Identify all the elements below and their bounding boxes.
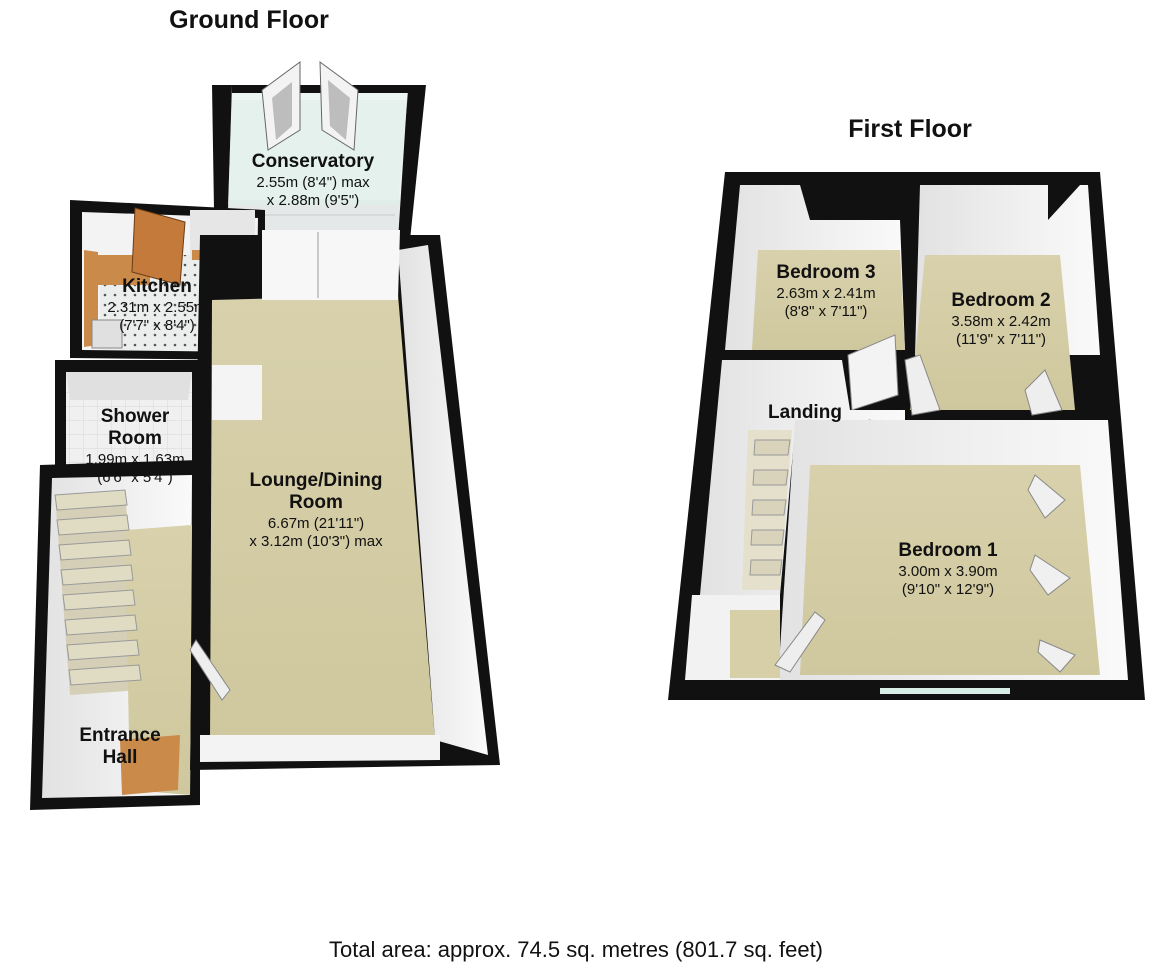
kitchen-name: Kitchen [122, 276, 192, 297]
landing-label: Landing [768, 402, 842, 423]
kitchen-dimensions: (7'7" x 8'4") [119, 317, 195, 334]
bedroom-1-name: Bedroom 1 [898, 540, 998, 561]
bedroom-2-name: Bedroom 2 [951, 290, 1050, 311]
ground-floor-staircase [54, 489, 142, 686]
bedroom-3-dimensions: (8'8" x 7'11") [785, 303, 868, 320]
shower-room-dimensions: 1.99m x 1.63m [85, 451, 184, 468]
bedroom-3-dimensions: 2.63m x 2.41m [776, 285, 875, 302]
conservatory-french-doors [261, 60, 359, 151]
lounge-dining-room [189, 230, 500, 770]
bedroom-1-dimensions: 3.00m x 3.90m [898, 563, 997, 580]
lounge-dining-room-dimensions: x 3.12m (10'3") max [249, 533, 383, 550]
bedroom-1-room [685, 420, 1128, 694]
bedroom-2-room [904, 185, 1100, 416]
kitchen-dimensions: 2.31m x 2.55m [107, 299, 206, 316]
shower-room-name: Shower [101, 406, 170, 427]
ground-floor-title: Ground Floor [169, 6, 329, 34]
bedroom-3-room [725, 185, 905, 411]
conservatory-dimensions: 2.55m (8'4") max [256, 174, 370, 191]
bedroom-2-label: Bedroom 2 3.58m x 2.42m(11'9" x 7'11") [951, 290, 1050, 348]
bedroom-1-label: Bedroom 1 3.00m x 3.90m(9'10" x 12'9") [898, 540, 998, 598]
bedroom-3-label: Bedroom 3 2.63m x 2.41m(8'8" x 7'11") [776, 262, 875, 320]
shower-room-dimensions: (6'6" x 5'4") [97, 469, 173, 486]
bedroom-3-name: Bedroom 3 [776, 262, 875, 283]
lounge-dining-room-name: Lounge/Dining [250, 470, 383, 491]
entrance-hall-name: Hall [103, 747, 138, 768]
conservatory-name: Conservatory [252, 151, 375, 172]
bedroom-2-dimensions: (11'9" x 7'11") [956, 331, 1046, 348]
first-floor-plan [668, 172, 1145, 700]
conservatory-dimensions: x 2.88m (9'5") [267, 192, 359, 209]
entrance-hall-name: Entrance [79, 725, 160, 746]
first-floor-title: First Floor [848, 115, 972, 143]
kitchen-label: Kitchen 2.31m x 2.55m(7'7" x 8'4") [107, 276, 206, 334]
shower-room-name: Room [108, 428, 162, 449]
lounge-dining-room-dimensions: 6.67m (21'11") [268, 515, 364, 532]
lounge-dining-room-name: Room [289, 492, 343, 513]
landing-name: Landing [768, 402, 842, 423]
total-area-text: Total area: approx. 74.5 sq. metres (801… [329, 937, 823, 962]
ground-floor-plan [30, 60, 500, 810]
bedroom-1-dimensions: (9'10" x 12'9") [902, 581, 994, 598]
bedroom-2-dimensions: 3.58m x 2.42m [951, 313, 1050, 330]
